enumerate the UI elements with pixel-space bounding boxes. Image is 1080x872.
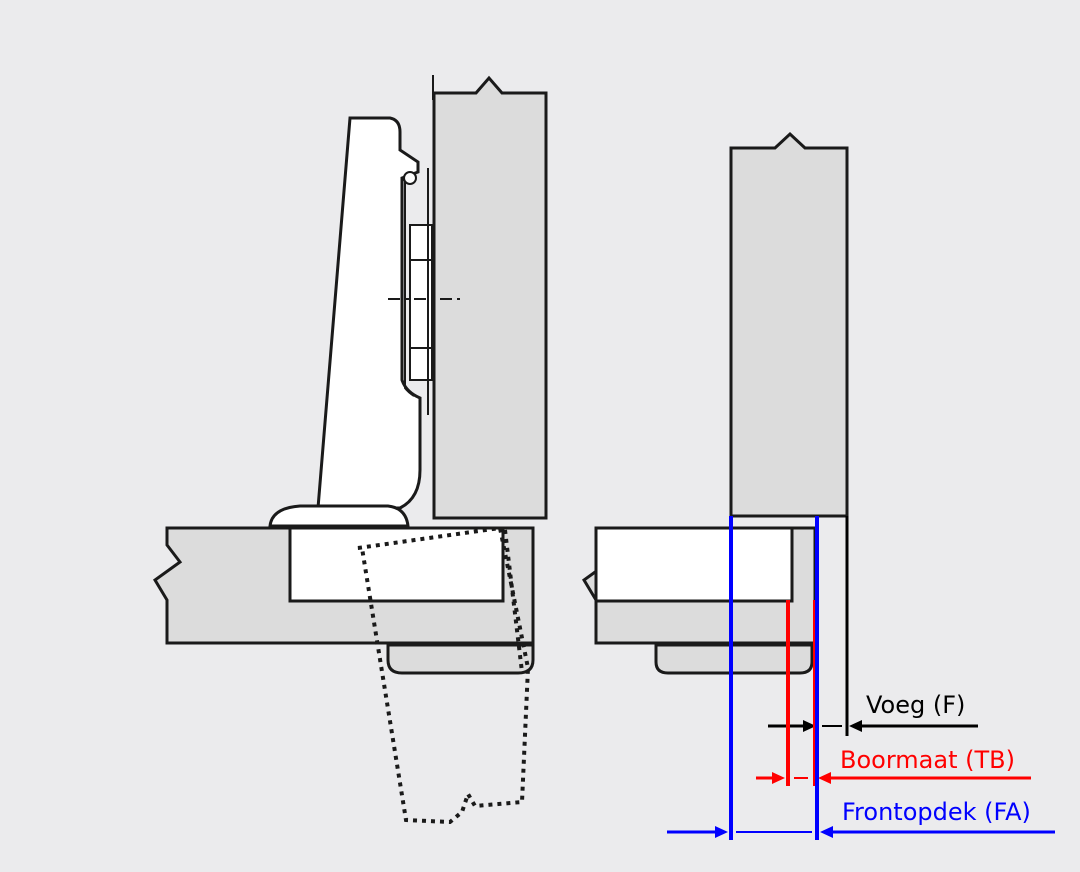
boormaat-right-arrowhead <box>818 772 831 784</box>
right-assembly <box>582 131 849 675</box>
hinge-cup-right <box>594 526 794 603</box>
hinge-bottom-boss-right <box>654 643 814 675</box>
frontopdek-right-arrowhead <box>820 826 833 838</box>
cabinet-side-panel-right <box>729 131 849 518</box>
hinge-cup-dome <box>268 504 410 528</box>
hinge-cup <box>288 526 505 603</box>
cabinet-side-panel-left <box>432 75 548 520</box>
frontopdek-left-arrowhead <box>715 826 728 838</box>
voeg-right-arrowhead <box>849 720 862 732</box>
mounting-plate <box>409 224 433 381</box>
voeg-label: Voeg (F) <box>866 691 965 719</box>
boormaat-left-arrowhead <box>772 772 785 784</box>
dimension-frontopdek: Frontopdek (FA) <box>667 516 1055 840</box>
left-assembly <box>153 75 548 825</box>
hinge-arm-inner-line <box>404 178 415 397</box>
hinge-bottom-boss <box>386 643 535 675</box>
boormaat-label: Boormaat (TB) <box>840 746 1015 774</box>
voeg-left-arrowhead <box>803 720 816 732</box>
frontopdek-label: Frontopdek (FA) <box>842 798 1031 826</box>
hinge-arm-pivot <box>403 171 417 185</box>
door-open-inner-edge <box>503 529 524 673</box>
door-open-position-outline <box>357 525 531 825</box>
